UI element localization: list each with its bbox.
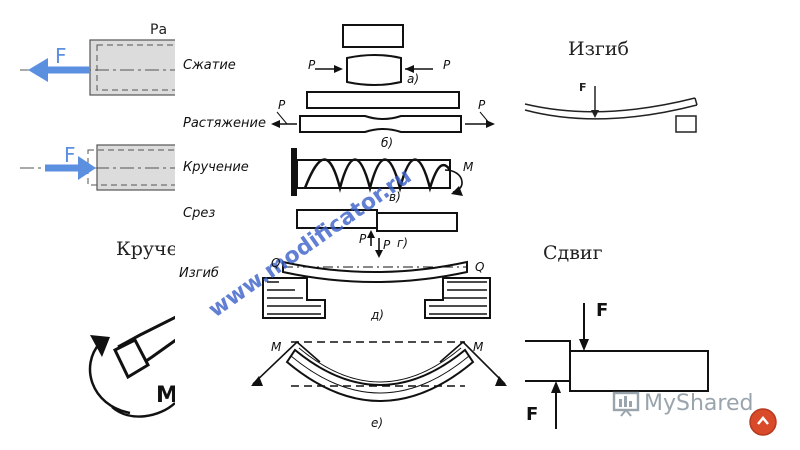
- sublabel-g: г): [397, 236, 408, 250]
- shear-force-label-bottom: F: [526, 404, 539, 425]
- tension-force-label-top: F: [55, 44, 67, 68]
- tension-diagram-left: [20, 39, 180, 191]
- bending-title: Изгиб: [568, 38, 629, 60]
- deformation-types-figure: www.modificator.ru Сжатие Растяжение Кру…: [175, 0, 523, 450]
- row-label-srez: Срез: [183, 206, 216, 221]
- force-p-left-compression: P: [308, 58, 316, 72]
- shear-title: Сдвиг: [543, 242, 603, 264]
- row-label-rastyazhenie: Растяжение: [183, 116, 267, 131]
- torsion-moment-label: M: [156, 383, 178, 408]
- sublabel-b: б): [381, 136, 394, 150]
- myshared-logo-icon: [612, 391, 640, 417]
- force-p-right-compression: P: [443, 58, 451, 72]
- torsion-sketch-left: [88, 313, 180, 418]
- row-label-izgib: Изгиб: [179, 266, 219, 281]
- force-p-right-tension: P: [478, 98, 486, 112]
- axis-q-left: Q: [271, 256, 281, 270]
- sublabel-a: а): [407, 72, 420, 86]
- moment-m-left-bending: M: [271, 340, 282, 354]
- axis-q-right: Q: [475, 260, 485, 274]
- myshared-logo-text: MyShared: [644, 391, 754, 416]
- deformation-types-drawing: www.modificator.ru: [204, 24, 507, 402]
- shear-force-label-top: F: [596, 300, 609, 321]
- sublabel-e: е): [371, 416, 384, 430]
- bending-diagram-right: [524, 86, 698, 133]
- sublabel-d: д): [371, 308, 384, 322]
- row-label-szhatie: Сжатие: [183, 58, 236, 73]
- row-label-kruchenie: Кручение: [183, 160, 249, 175]
- force-p-shear-up: P: [359, 232, 367, 246]
- moment-m-torsion: M: [463, 160, 474, 174]
- torsion-title-cut: Круче: [116, 238, 178, 260]
- tension-force-label-bottom: F: [64, 143, 76, 167]
- moment-m-right-bending: M: [473, 340, 484, 354]
- shear-diagram-right: [525, 303, 709, 429]
- force-p-left-tension: P: [278, 98, 286, 112]
- force-p-shear-down: P: [383, 238, 391, 252]
- tension-top-label-cut: Ра: [150, 22, 168, 38]
- bending-force-label: F: [579, 81, 587, 94]
- next-arrow-icon[interactable]: [748, 407, 778, 437]
- sublabel-v: в): [389, 190, 401, 204]
